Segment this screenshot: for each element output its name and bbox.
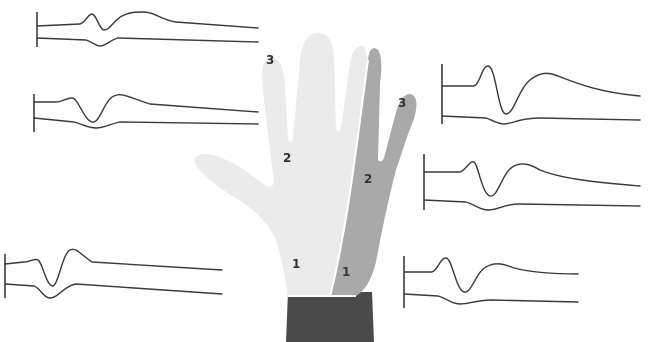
trace-top-right-upper [442,66,640,114]
trace-top-left-lower [37,38,258,46]
zone-label-right-distal: 3 [398,96,406,110]
trace-top-left [37,12,258,47]
trace-top-right [442,64,640,124]
trace-middle-right [424,154,640,210]
trace-middle-left-lower [34,118,258,128]
zone-label-right-proximal: 1 [342,265,350,279]
hand-illustration: 3 2 1 3 2 1 [195,33,417,342]
trace-bottom-left-lower [5,284,222,298]
trace-middle-left [34,94,258,132]
trace-bottom-left-upper [5,249,222,286]
trace-bottom-left [5,249,222,298]
trace-middle-right-upper [424,162,640,196]
trace-bottom-right-upper [404,258,578,292]
trace-bottom-right-lower [404,294,578,304]
trace-top-left-upper [37,12,258,30]
wrist [286,292,374,342]
trace-bottom-right [404,256,578,308]
zone-label-left-distal: 3 [266,53,274,67]
zone-label-left-proximal: 1 [292,257,300,271]
trace-middle-left-upper [34,95,258,122]
trace-middle-right-lower [424,200,640,210]
zone-label-right-middle: 2 [364,172,372,186]
zone-label-left-middle: 2 [283,151,291,165]
trace-top-right-lower [442,116,640,124]
